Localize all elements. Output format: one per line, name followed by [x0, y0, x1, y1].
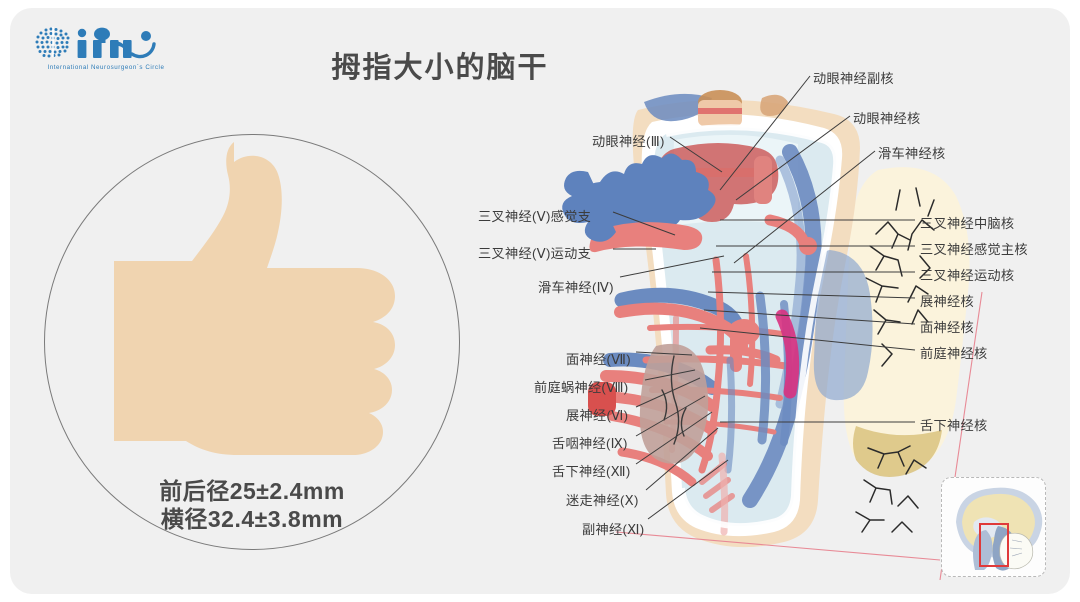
nerve-label: 舌下神经(Ⅻ) [552, 464, 631, 479]
page-title: 拇指大小的脑干 [331, 52, 549, 84]
leader-line [699, 327, 916, 351]
nerve-label: 三叉神经中脑核 [920, 216, 1015, 231]
measure-transverse: 横径32.4±3.8mm [160, 506, 344, 532]
inc-logo: International Neurosurgeon´s Circle [30, 24, 180, 76]
nerve-label: 三叉神经感觉主核 [920, 242, 1028, 257]
peduncle-band [813, 250, 873, 401]
measure-ap: 前后径25±2.4mm [159, 478, 345, 504]
nerve-label: 动眼神经(Ⅲ) [592, 134, 665, 149]
brainstem-outline [665, 124, 840, 530]
stippled-brain-icon [35, 27, 70, 58]
brainstem-illustration [562, 75, 983, 581]
trigeminal-ganglion [562, 153, 716, 253]
nerve-label: 舌咽神经(Ⅸ) [552, 436, 628, 451]
nerve-label: 动眼神经核 [853, 111, 921, 126]
leader-line [635, 351, 693, 356]
nerve-label: 面神经(Ⅶ) [566, 352, 631, 367]
leader-line [635, 411, 713, 465]
leader-line [707, 291, 916, 299]
leader-line [733, 150, 876, 264]
nerve-label: 滑车神经(Ⅳ) [538, 280, 614, 295]
thumbs-up-icon [114, 142, 395, 455]
leader-line [635, 377, 701, 408]
leader-line [645, 427, 719, 491]
nerve-label: 动眼神经副核 [813, 71, 894, 86]
leader-line [619, 255, 725, 278]
nerve-tracts [588, 144, 822, 536]
brain-locator-inset[interactable] [941, 477, 1046, 577]
cerebellum-group [843, 167, 970, 533]
nerve-label: 三叉神经(Ⅴ)运动支 [478, 246, 592, 261]
brainstem-diagram: 动眼神经(Ⅲ) 三叉神经(Ⅴ)感觉支三叉神经(Ⅴ)运动支滑车神经(Ⅳ) 面神经(Ⅶ)… [470, 60, 1070, 581]
leader-lines-left [612, 136, 729, 520]
leader-line [612, 211, 676, 236]
leader-lines-right [699, 75, 916, 423]
logo-tagline: International Neurosurgeon´s Circle [47, 64, 165, 71]
nerve-label: 三叉神经(Ⅴ)感觉支 [478, 209, 592, 224]
leader-line [735, 115, 851, 201]
sagittal-brain-icon [956, 487, 1043, 571]
thumb-circle-outline [44, 134, 460, 550]
leader-line [635, 395, 706, 437]
nerve-label: 面神经核 [920, 320, 974, 335]
nerve-label: 前庭蜗神经(Ⅷ) [534, 380, 629, 395]
nerve-label: 前庭神经核 [920, 346, 988, 361]
nerve-label: 副神经(Ⅺ) [582, 522, 645, 537]
leader-line [669, 136, 723, 173]
nerve-label: 三叉神经运动核 [920, 268, 1015, 283]
leader-line [703, 309, 916, 325]
thumb-panel: 前后径25±2.4mm 横径32.4±3.8mm [44, 134, 460, 550]
leader-line [719, 75, 811, 191]
nerve-label: 展神经(Ⅵ) [566, 408, 629, 423]
inc-wordmark-icon [35, 27, 156, 59]
nerve-label: 舌下神经核 [920, 418, 988, 433]
inferior-olive-nucleus [639, 343, 709, 464]
nerve-label: 展神经核 [920, 294, 974, 309]
nerve-label: 迷走神经(Ⅹ) [566, 493, 639, 508]
leader-line [647, 459, 729, 520]
leader-line [644, 369, 696, 381]
nerve-label: 滑车神经核 [878, 146, 946, 161]
brainstem-highlight-box [979, 523, 1009, 567]
